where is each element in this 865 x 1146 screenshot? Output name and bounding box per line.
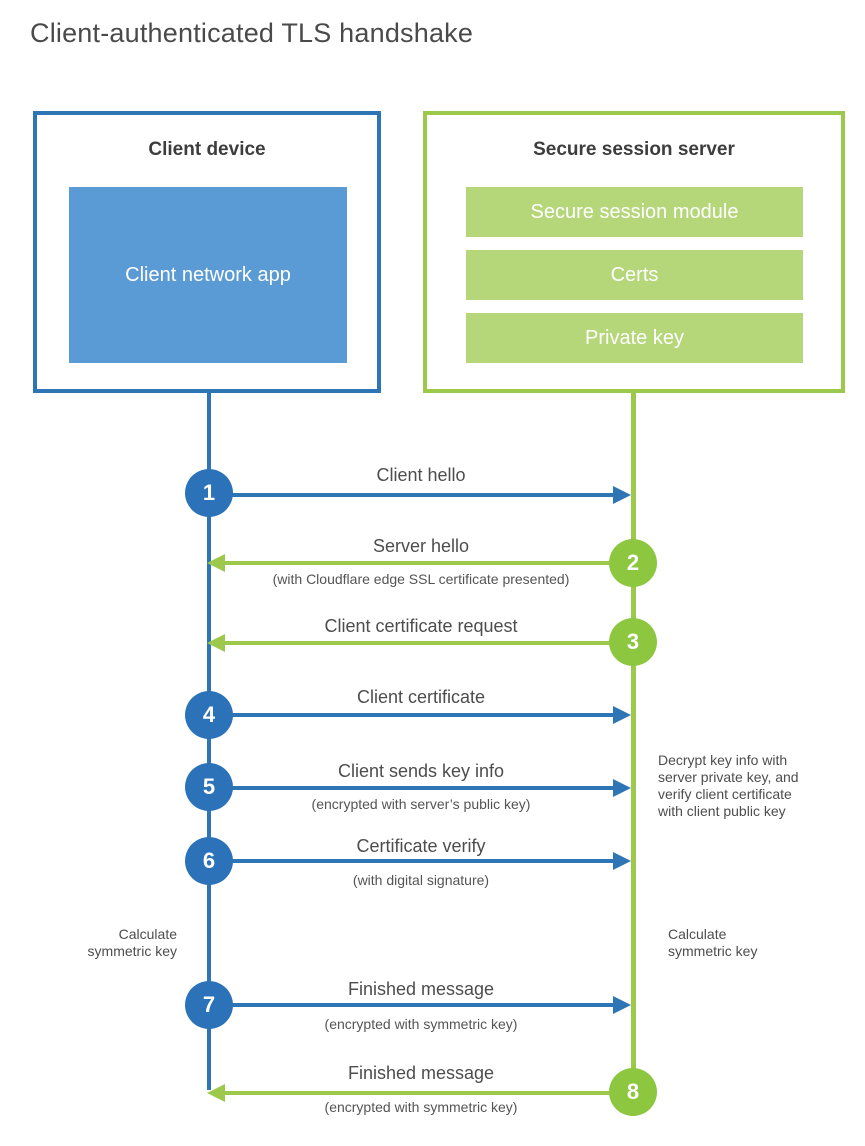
calculate-symmetric-key-note-client: Calculate symmetric key bbox=[87, 926, 177, 959]
message-sublabel: (encrypted with symmetric key) bbox=[324, 1099, 518, 1115]
message-label: Server hello bbox=[372, 536, 470, 556]
message-label: Client certificate bbox=[356, 687, 486, 707]
message-label: Certificate verify bbox=[356, 836, 486, 856]
server-module-private-key: Private key bbox=[466, 313, 803, 363]
message-label: Client certificate request bbox=[324, 616, 518, 636]
server-module-secure-session: Secure session module bbox=[466, 187, 803, 237]
step-circle-5: 5 bbox=[185, 763, 233, 811]
arrow-right-icon bbox=[231, 779, 631, 797]
secure-session-server-box: Secure session server Secure session mod… bbox=[423, 111, 845, 393]
arrow-left-icon bbox=[207, 554, 609, 572]
page-title: Client-authenticated TLS handshake bbox=[30, 18, 474, 48]
message-sublabel: (with digital signature) bbox=[352, 872, 490, 888]
message-label: Client sends key info bbox=[337, 761, 505, 781]
step-circle-3: 3 bbox=[609, 618, 657, 666]
arrow-right-icon bbox=[231, 996, 631, 1014]
arrow-right-icon bbox=[231, 706, 631, 724]
message-label: Client hello bbox=[376, 465, 466, 485]
secure-session-server-title: Secure session server bbox=[533, 139, 735, 160]
step-circle-6: 6 bbox=[185, 837, 233, 885]
step-circle-1: 1 bbox=[185, 469, 233, 517]
client-network-app-box: Client network app bbox=[69, 187, 347, 363]
decrypt-key-note: Decrypt key info with server private key… bbox=[658, 752, 799, 819]
arrow-left-icon bbox=[207, 1084, 609, 1102]
arrow-right-icon bbox=[231, 852, 631, 870]
arrow-right-icon bbox=[231, 486, 631, 504]
client-device-title: Client device bbox=[148, 139, 266, 160]
message-label: Finished message bbox=[347, 1063, 495, 1083]
message-sublabel: (with Cloudflare edge SSL certificate pr… bbox=[272, 571, 570, 587]
step-circle-7: 7 bbox=[185, 981, 233, 1029]
message-sublabel: (encrypted with server’s public key) bbox=[311, 796, 531, 812]
calculate-symmetric-key-note-server: Calculate symmetric key bbox=[668, 926, 758, 959]
client-lifeline bbox=[207, 393, 211, 1090]
step-circle-4: 4 bbox=[185, 691, 233, 739]
step-circle-2: 2 bbox=[609, 539, 657, 587]
server-module-certs: Certs bbox=[466, 250, 803, 300]
client-device-box: Client device Client network app bbox=[33, 111, 381, 393]
message-label: Finished message bbox=[347, 979, 495, 999]
step-circle-8: 8 bbox=[609, 1068, 657, 1116]
message-sublabel: (encrypted with symmetric key) bbox=[324, 1016, 518, 1032]
arrow-left-icon bbox=[207, 634, 609, 652]
server-lifeline bbox=[631, 393, 636, 1092]
